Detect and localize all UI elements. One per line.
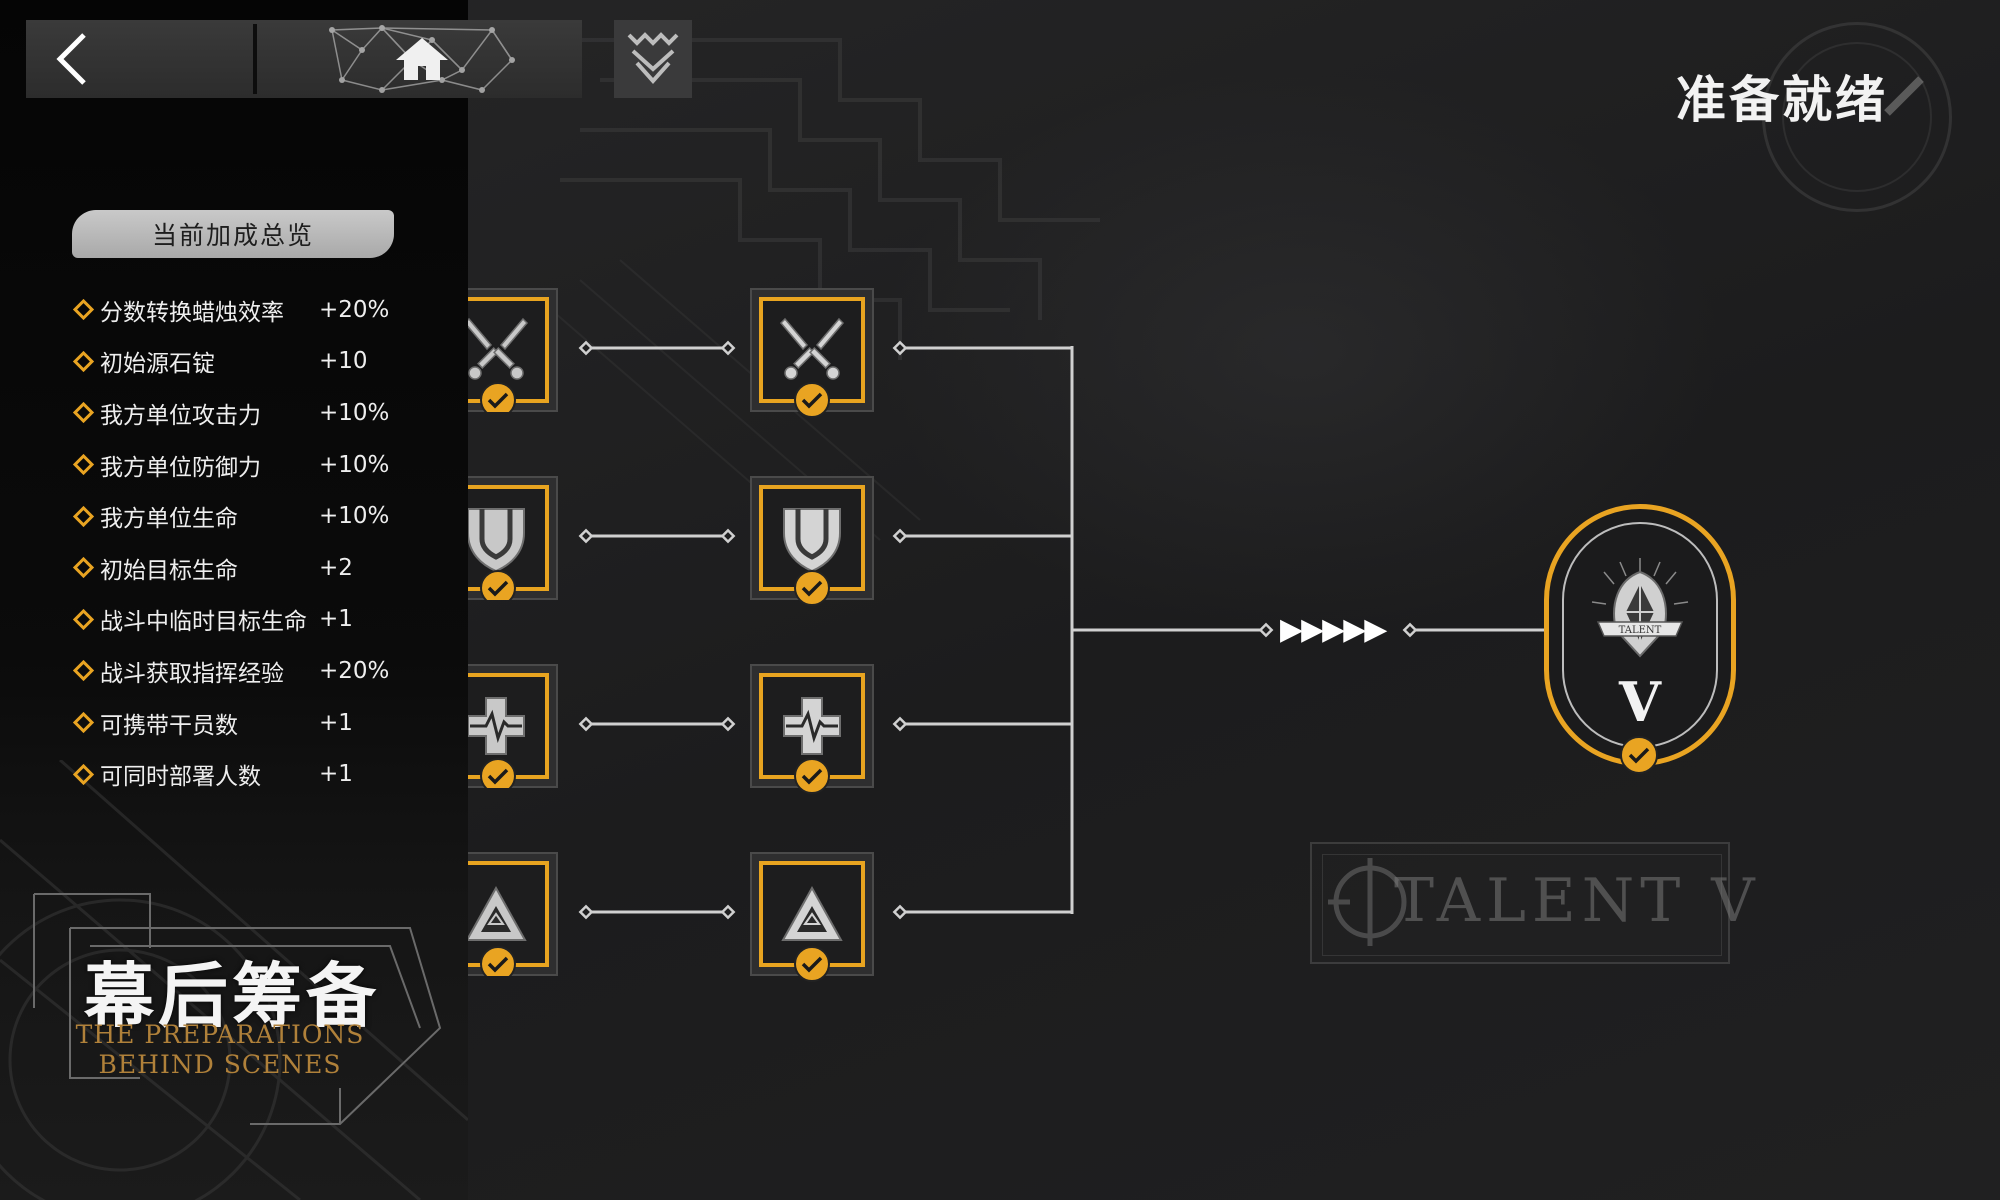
sidebar-panel [0, 0, 468, 1200]
completed-check-icon [794, 946, 830, 982]
completed-check-icon [794, 758, 830, 794]
bonus-list: 分数转换蜡烛效率 +20% 初始源石锭 +10 我方单位攻击力 +10% 我方单… [70, 284, 450, 800]
mission-subtitle-line1: THE PREPARATIONS [75, 1020, 365, 1049]
bonus-value: +20% [319, 296, 390, 323]
triangle-eye-icon [781, 885, 843, 941]
bonus-name: 战斗中临时目标生命 [100, 609, 307, 636]
talent-node-attack-2[interactable] [750, 288, 874, 418]
bonus-name: 可携带干员数 [100, 712, 238, 739]
back-button[interactable] [26, 20, 256, 98]
mission-title: 幕后筹备 [84, 955, 380, 1037]
triangle-eye-icon [468, 885, 527, 941]
diamond-bullet-icon [72, 763, 95, 785]
diamond-bullet-icon [72, 711, 95, 734]
bonus-overview-title: 当前加成总览 [72, 210, 394, 258]
bonus-value: +10 [319, 348, 368, 375]
bonus-name: 我方单位生命 [100, 506, 238, 533]
completed-check-icon [480, 946, 516, 976]
diamond-bullet-icon [72, 557, 95, 579]
crest-banner-text: TALENT [1619, 625, 1662, 636]
emblem-button[interactable] [614, 20, 692, 98]
bonus-name: 我方单位防御力 [100, 454, 261, 481]
bonus-value: +10% [319, 503, 390, 530]
bonus-name: 战斗获取指挥经验 [100, 660, 284, 687]
bonus-value: +2 [319, 554, 353, 581]
status-ring-inner [1782, 42, 1932, 192]
completed-check-icon [480, 382, 516, 412]
bonus-name: 分数转换蜡烛效率 [100, 299, 284, 326]
crossed-swords-icon [779, 317, 845, 380]
diamond-bullet-icon [72, 660, 95, 682]
bonus-item: 分数转换蜡烛效率 +20% [70, 284, 450, 336]
bonus-value: +20% [319, 657, 390, 684]
talent-node-health-2[interactable] [750, 664, 874, 794]
faction-emblem-icon [627, 32, 679, 85]
bonus-value: +10% [319, 451, 390, 478]
completed-check-icon [480, 758, 516, 788]
bonus-name: 初始源石锭 [100, 351, 215, 378]
bonus-value: +1 [319, 709, 353, 736]
completed-check-icon [1620, 736, 1658, 774]
talent-node-attack-1[interactable] [468, 288, 558, 412]
sidebar-decoration [0, 760, 468, 1200]
talent-plate-emblem-icon [1328, 858, 1407, 946]
progress-arrows: ▶▶▶▶▶ [1280, 612, 1387, 647]
status-ring [1762, 22, 1952, 212]
diamond-bullet-icon [72, 505, 95, 527]
nav-divider [253, 24, 257, 94]
diamond-bullet-icon [72, 350, 95, 372]
diamond-bullet-icon [72, 299, 95, 321]
bonus-item: 初始目标生命 +2 [70, 542, 450, 594]
talent-plate-inner [1322, 854, 1722, 956]
talent-node-special-1[interactable] [468, 852, 558, 976]
talent-node-defense-1[interactable] [468, 476, 558, 600]
medical-cross-icon [783, 697, 841, 755]
bonus-name: 可同时部署人数 [100, 764, 261, 791]
medical-cross-icon [468, 697, 525, 755]
bonus-item: 可同时部署人数 +1 [70, 748, 450, 800]
mission-logo-frame [33, 893, 442, 1125]
bonus-value: +1 [319, 761, 353, 788]
talent-plate-text: TALENT V [1394, 866, 1761, 936]
bonus-item: 战斗获取指挥经验 +20% [70, 645, 450, 697]
bonus-value: +1 [319, 606, 353, 633]
mission-subtitle-line2: BEHIND SCENES [98, 1050, 342, 1079]
bonus-value: +10% [319, 399, 390, 426]
talent-plate [1310, 842, 1730, 964]
crossed-swords-icon [468, 317, 529, 380]
ready-status: 准备就绪 [1676, 71, 1888, 129]
diamond-bullet-icon [72, 402, 95, 424]
bonus-item: 战斗中临时目标生命 +1 [70, 594, 450, 646]
home-button[interactable] [322, 20, 522, 98]
network-pattern-icon [329, 25, 515, 93]
chevron-left-icon [56, 33, 86, 85]
shield-icon [468, 508, 525, 573]
home-icon [396, 38, 448, 80]
bonus-item: 我方单位防御力 +10% [70, 439, 450, 491]
talent-node-final[interactable]: TALENT V [1540, 502, 1740, 774]
talent-node-health-1[interactable] [468, 664, 558, 788]
completed-check-icon [794, 382, 830, 418]
bonus-item: 可携带干员数 +1 [70, 697, 450, 749]
talent-level-numeral: V [1619, 670, 1661, 734]
diamond-bullet-icon [72, 608, 95, 630]
completed-check-icon [480, 570, 516, 600]
talent-crest-icon: TALENT [1591, 558, 1689, 658]
bonus-item: 初始源石锭 +10 [70, 336, 450, 388]
shield-icon [783, 508, 841, 573]
diamond-bullet-icon [72, 453, 95, 476]
completed-check-icon [794, 570, 830, 606]
bonus-name: 初始目标生命 [100, 557, 238, 584]
talent-node-special-2[interactable] [750, 852, 874, 982]
bonus-name: 我方单位攻击力 [100, 402, 261, 429]
bonus-item: 我方单位攻击力 +10% [70, 387, 450, 439]
talent-node-defense-2[interactable] [750, 476, 874, 606]
bonus-item: 我方单位生命 +10% [70, 490, 450, 542]
